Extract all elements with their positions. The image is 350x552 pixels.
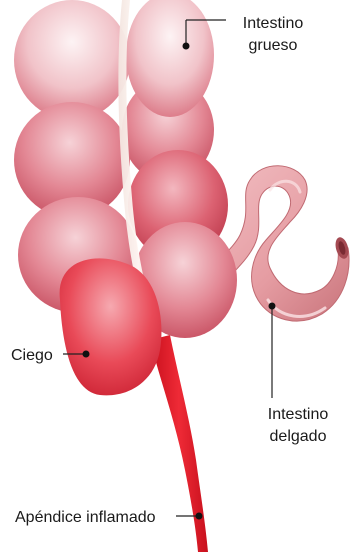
label-cecum: Ciego	[11, 345, 53, 367]
pointer-dot-large-intestine	[183, 43, 190, 50]
label-small-intestine: Intestino delgado	[262, 404, 334, 448]
pointer-dot-small-intestine	[269, 303, 276, 310]
pointer-dot-appendix	[196, 513, 203, 520]
cecum	[60, 258, 162, 395]
label-large-intestine: Intestino grueso	[232, 13, 314, 57]
label-small-intestine-line1: Intestino	[262, 404, 334, 426]
label-small-intestine-line2: delgado	[262, 426, 334, 448]
label-large-intestine-line1: Intestino	[232, 13, 314, 35]
pointer-dot-cecum	[83, 351, 90, 358]
label-large-intestine-line2: grueso	[232, 35, 314, 57]
label-appendix: Apéndice inflamado	[15, 507, 156, 529]
